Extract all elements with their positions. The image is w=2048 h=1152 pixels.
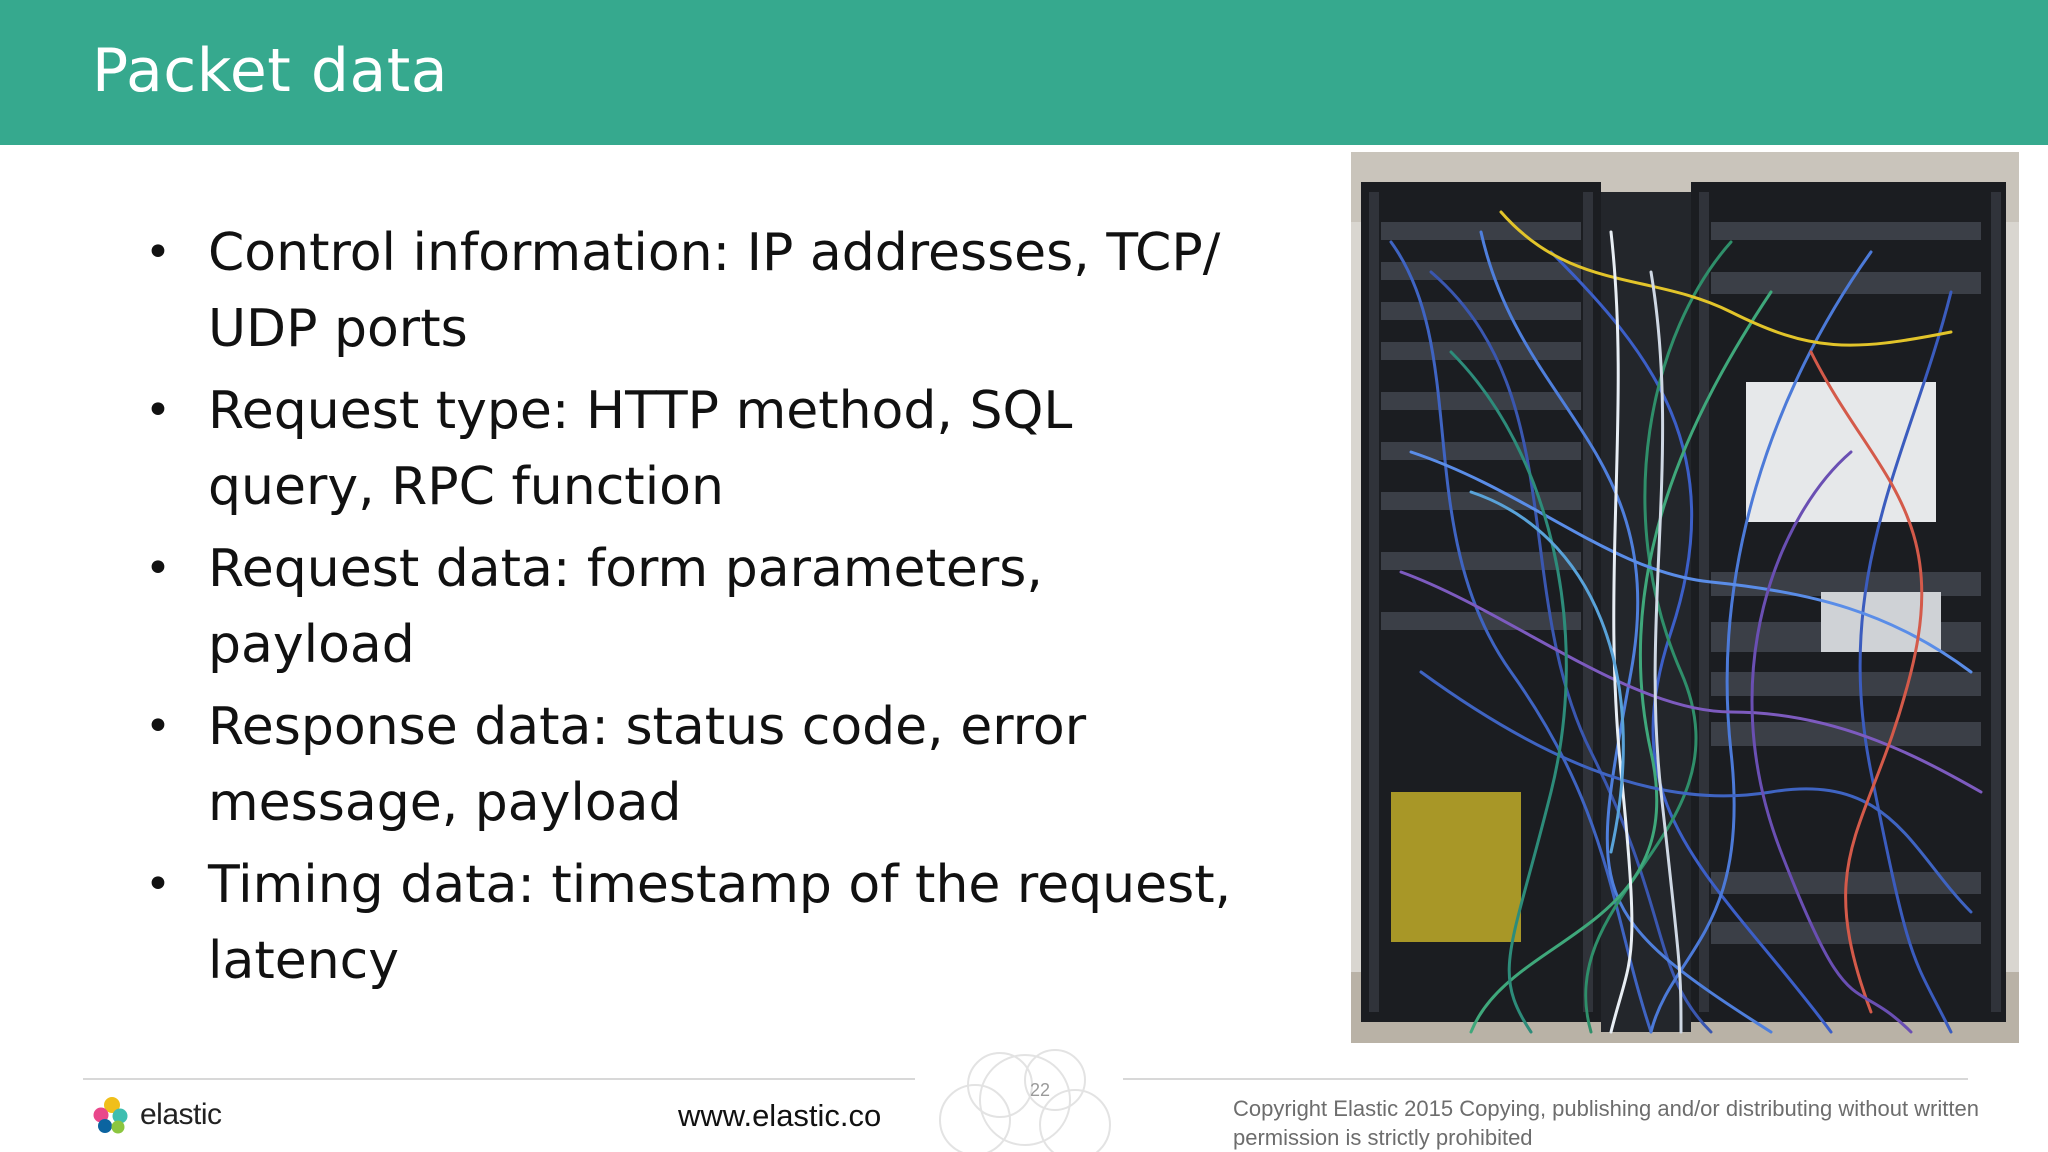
elastic-logo-icon <box>93 1097 128 1134</box>
bullet-text: Control information: IP addresses, TCP/ … <box>208 223 1221 359</box>
bullet-icon: • <box>145 859 171 910</box>
bullet-icon: • <box>145 385 171 436</box>
bullet-item: • Response data: status code, error messa… <box>145 689 1245 841</box>
server-rack-photo <box>1351 152 2019 1043</box>
bullet-text: Request data: form parameters, payload <box>208 539 1043 675</box>
bullet-icon: • <box>145 543 171 594</box>
page-number: 22 <box>1029 1080 1051 1100</box>
bullet-item: • Control information: IP addresses, TCP/… <box>145 215 1245 367</box>
slide-title: Packet data <box>92 36 449 106</box>
logo-wordmark: elastic <box>140 1098 222 1131</box>
bullet-text: Response data: status code, error messag… <box>208 697 1087 833</box>
bullet-item: • Request data: form parameters, payload <box>145 531 1245 683</box>
bullet-text: Request type: HTTP method, SQL query, RP… <box>208 381 1073 517</box>
footer-divider-right <box>1123 1078 1968 1080</box>
elastic-logo[interactable]: elastic <box>92 1095 222 1135</box>
copyright-notice: Copyright Elastic 2015 Copying, publishi… <box>1233 1096 1979 1150</box>
page-number-cloud-icon <box>939 1049 1111 1152</box>
footer-url[interactable]: www.elastic.co <box>678 1098 882 1133</box>
bullet-item: • Timing data: timestamp of the request, … <box>145 847 1245 999</box>
bullet-list: • Control information: IP addresses, TCP/… <box>145 215 1245 1005</box>
bullet-icon: • <box>145 227 171 278</box>
slide-header: Packet data <box>0 0 2048 145</box>
bullet-icon: • <box>145 701 171 752</box>
footer-divider-left <box>83 1078 915 1080</box>
bullet-text: Timing data: timestamp of the request, l… <box>208 855 1232 991</box>
bullet-item: • Request type: HTTP method, SQL query, R… <box>145 373 1245 525</box>
